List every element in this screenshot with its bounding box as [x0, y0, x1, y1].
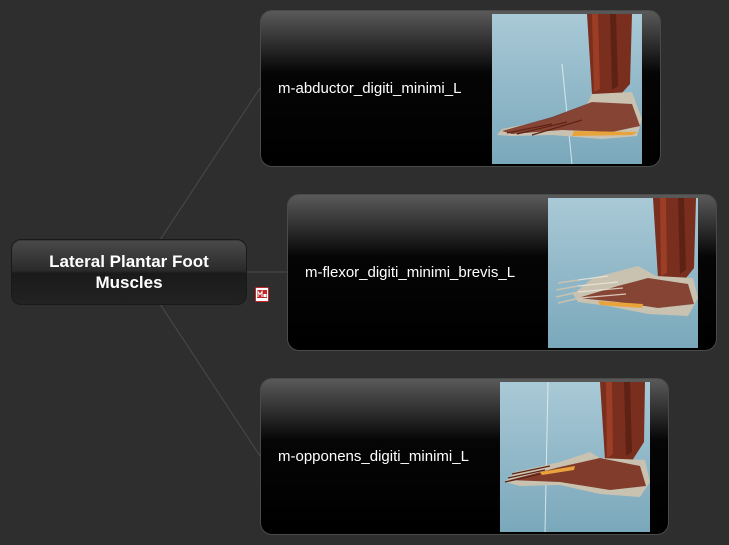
foot-muscle-image	[548, 198, 698, 348]
subtopic-abductor-digiti-minimi[interactable]: m-abductor_digiti_minimi_L	[260, 10, 661, 167]
subtopic-flexor-digiti-minimi-brevis[interactable]: m-flexor_digiti_minimi_brevis_L	[287, 194, 717, 351]
connector-to-abductor	[159, 87, 261, 241]
foot-muscle-image	[500, 382, 650, 532]
root-topic-title: Lateral Plantar Foot Muscles	[49, 252, 209, 292]
subtopic-opponens-digiti-minimi[interactable]: m-opponens_digiti_minimi_L	[260, 378, 669, 535]
subtopic-label: m-opponens_digiti_minimi_L	[278, 448, 469, 465]
root-topic[interactable]: Lateral Plantar Foot Muscles	[11, 239, 247, 305]
note-document-icon[interactable]	[255, 287, 269, 302]
subtopic-label: m-flexor_digiti_minimi_brevis_L	[305, 264, 516, 281]
subtopic-label: m-abductor_digiti_minimi_L	[278, 80, 462, 97]
foot-muscle-image	[492, 14, 642, 164]
connector-to-opponens	[159, 303, 261, 457]
